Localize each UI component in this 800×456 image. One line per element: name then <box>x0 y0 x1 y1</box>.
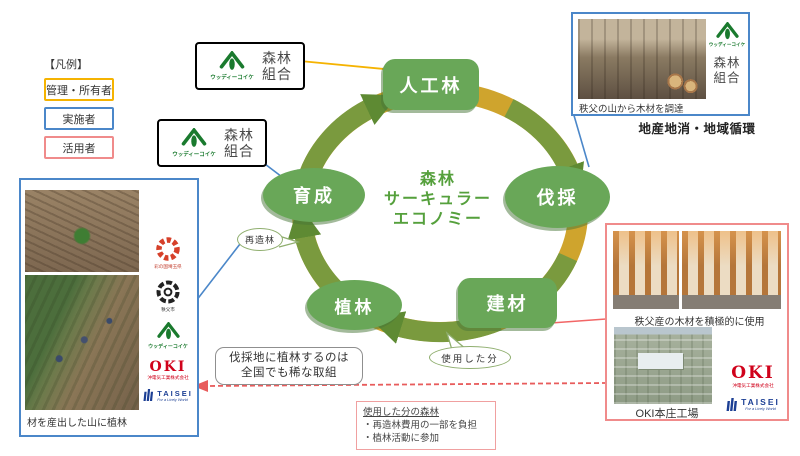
dashed-return-arrowhead <box>193 380 208 392</box>
coop-line2: 組合 <box>262 66 292 82</box>
node-tree-planting: 植林 <box>307 280 402 330</box>
connector-coop-yellow <box>299 60 385 70</box>
cycle-title: 森林 サーキュラー エコノミー <box>350 170 526 230</box>
factory-roof <box>637 353 683 369</box>
wood-usage-caption: 秩父産の木材を積極的に使用 <box>634 317 765 328</box>
saitama-pref-label: 彩の国埼玉県 <box>154 264 182 269</box>
legend-item-user: 活用者 <box>44 136 114 159</box>
forest-coop-box-owner: ウッディーコイケ 森林 組合 <box>195 42 305 90</box>
taisei-logo: TAISEI <box>741 397 780 407</box>
cycle-title-line1: 森林 <box>419 171 456 188</box>
coop-line1: 森林 <box>262 50 292 66</box>
legend-item-operator: 実施者 <box>44 107 114 130</box>
forest-coop-label: 森林 組合 <box>262 50 292 82</box>
tree-icon <box>181 128 207 147</box>
node-logging: 伐採 <box>505 166 610 228</box>
saitama-pref-logo <box>156 237 180 261</box>
forest-coop-box-operator: ウッディーコイケ 森林 組合 <box>157 119 267 167</box>
interior-photo-1 <box>613 231 679 309</box>
replanting-box: 材を産出した山に植林 彩の国埼玉県 秩父市 ウッディーコイケ OKI 沖電気工業… <box>19 178 199 437</box>
oki-logo: OKI <box>149 359 187 375</box>
cycle-title-line3: エコノミー <box>392 211 483 228</box>
connector-leftbox-replant <box>195 243 241 302</box>
interior-photo-2 <box>682 231 781 309</box>
oki-honjo-caption: OKI本庄工場 <box>635 408 699 420</box>
woody-koike-brand: ウッディーコイケ <box>708 42 746 47</box>
taisei-tagline: For a Lively World <box>157 397 188 402</box>
legend-item-manager: 管理・所有者 <box>44 78 114 101</box>
oki-company-name: 沖電気工業株式会社 <box>147 375 189 380</box>
node-building-material: 建材 <box>458 278 557 328</box>
rare-note-line1: 伐採地に植林するのは <box>229 352 349 364</box>
used-forest-note: 使用した分の森林 ・再造林費用の一部を負担 ・植林活動に参加 <box>356 401 496 450</box>
woody-koike-brand: ウッディーコイケ <box>210 75 254 81</box>
dashed-return-arrow <box>205 382 608 387</box>
legend: 【凡例】 管理・所有者 実施者 活用者 <box>44 56 134 165</box>
node-planted-forest: 人工林 <box>383 59 479 110</box>
used-note-item1: ・再造林費用の一部を負担 <box>363 420 478 431</box>
connector-topright-bassai <box>572 111 590 168</box>
taisei-icon <box>726 398 738 411</box>
tree-icon <box>219 51 245 70</box>
legend-item-manager-label: 管理・所有者 <box>46 84 112 97</box>
chichibu-city-label: 秩父市 <box>161 307 175 312</box>
forest-coop-label: 森林 組合 <box>713 56 740 86</box>
seedling-photo <box>25 190 139 272</box>
aerial-factory-photo <box>614 327 712 404</box>
coop-line1: 森林 <box>224 127 254 143</box>
legend-item-operator-label: 実施者 <box>62 113 96 126</box>
sawmill-caption: 秩父の山から木材を調達 <box>579 104 684 115</box>
connector-kenzai-rightbox <box>550 318 607 324</box>
taisei-logo: TAISEI <box>157 388 193 398</box>
coop-line2: 組合 <box>224 143 254 159</box>
hillside-planting-photo <box>25 275 139 410</box>
local-production-caption: 地産地消・地域循環 <box>638 122 756 136</box>
taisei-tagline: For a Lively World <box>745 407 776 411</box>
used-note-item2: ・植林活動に参加 <box>363 433 440 444</box>
node-cultivation: 育成 <box>263 168 365 222</box>
legend-title: 【凡例】 <box>44 59 88 71</box>
taisei-icon <box>143 389 154 401</box>
replant-bubble: 再造林 <box>237 228 283 251</box>
oki-logo: OKI <box>731 363 775 383</box>
replant-caption: 材を産出した山に植林 <box>27 418 127 429</box>
used-amount-bubble: 使用した分 <box>429 346 511 369</box>
coop-line1: 森林 <box>713 56 741 70</box>
sawmill-box: 秩父の山から木材を調達 ウッディーコイケ 森林 組合 <box>571 12 750 116</box>
coop-line2: 組合 <box>713 71 741 85</box>
rare-note-line2: 全国でも稀な取組 <box>241 367 337 379</box>
used-note-title: 使用した分の森林 <box>363 407 440 418</box>
rare-initiative-note: 伐採地に植林するのは 全国でも稀な取組 <box>215 347 363 385</box>
tree-icon <box>715 22 739 40</box>
bubble-replant-tail <box>278 235 301 248</box>
chichibu-city-emblem <box>156 280 180 304</box>
tree-icon <box>156 322 180 340</box>
legend-item-user-label: 活用者 <box>62 142 96 155</box>
oki-usage-box: 秩父産の木材を積極的に使用 OKI本庄工場 OKI 沖電気工業株式会社 TAIS… <box>605 223 789 421</box>
sawmill-photo <box>578 19 706 99</box>
forest-coop-label: 森林 組合 <box>224 127 254 159</box>
oki-company-name: 沖電気工業株式会社 <box>732 383 774 388</box>
woody-koike-brand: ウッディーコイケ <box>148 344 188 350</box>
arrow-jinkorin-to-bassai <box>504 99 584 199</box>
cycle-title-line2: サーキュラー <box>383 191 492 208</box>
woody-koike-brand: ウッディーコイケ <box>172 152 216 158</box>
